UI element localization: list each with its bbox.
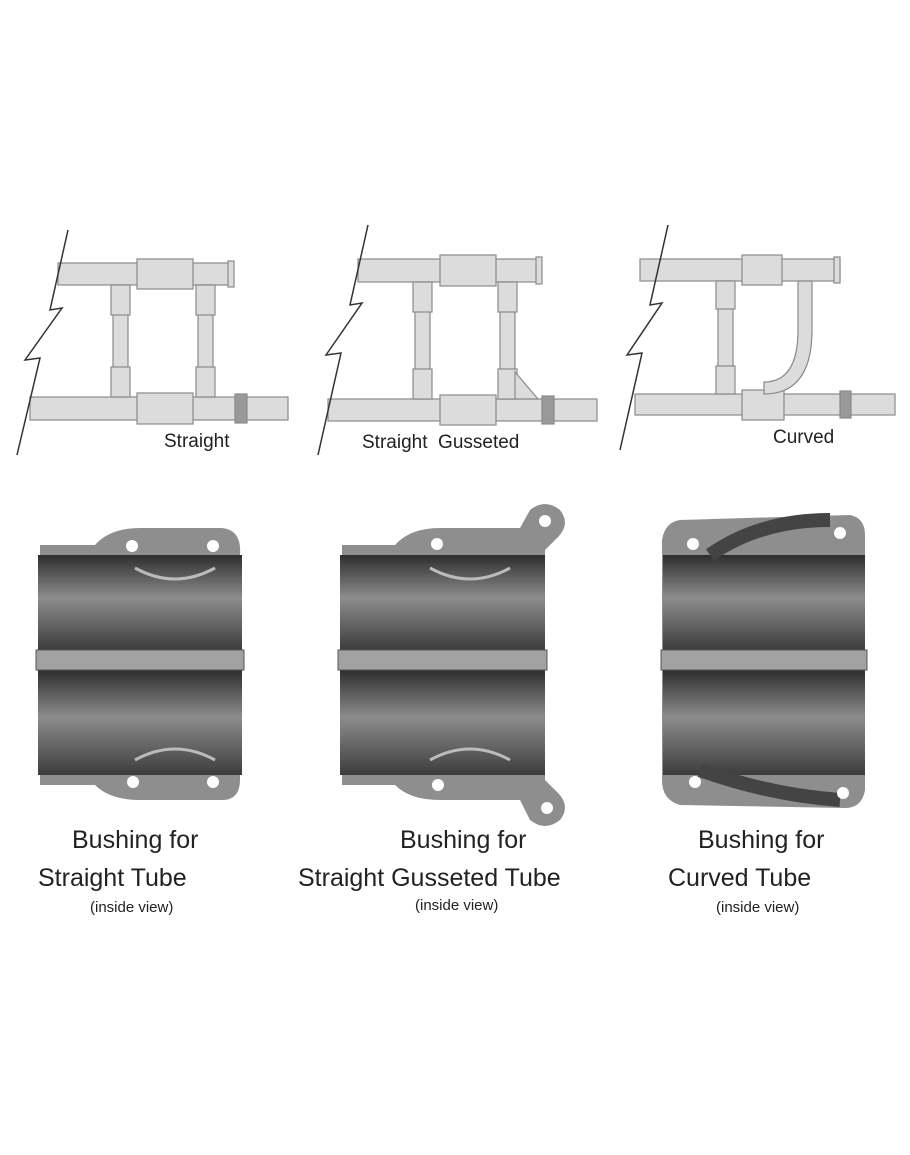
bushing-straight-gusseted-image: [337, 504, 565, 826]
bushing-subtitle-3: Curved Tube: [668, 864, 812, 892]
bushing-title-1: Bushing for: [72, 826, 199, 854]
bushing-curved-image: [660, 513, 868, 808]
straight-gusseted-tube-diagram: [317, 224, 598, 456]
bushing-note-3: (inside view): [716, 899, 800, 916]
curved-tube-diagram: [619, 224, 896, 451]
diagram-label-curved: Curved: [773, 427, 835, 448]
bushing-subtitle-1: Straight Tube: [38, 864, 187, 892]
straight-tube-diagram: [16, 229, 289, 456]
break-line-icon: [317, 224, 369, 456]
bushing-title-3: Bushing for: [698, 826, 825, 854]
break-line-icon: [619, 224, 669, 451]
bushing-title-2: Bushing for: [400, 826, 527, 854]
bushing-note-2: (inside view): [415, 897, 499, 914]
diagram-label-straight: Straight: [164, 431, 230, 452]
bushing-subtitle-2: Straight Gusseted Tube: [298, 864, 561, 892]
diagram-label-straight-gusseted: Straight Gusseted: [362, 432, 520, 453]
break-line-icon: [16, 229, 69, 456]
bushing-note-1: (inside view): [90, 899, 174, 916]
bushing-straight-image: [35, 528, 245, 800]
